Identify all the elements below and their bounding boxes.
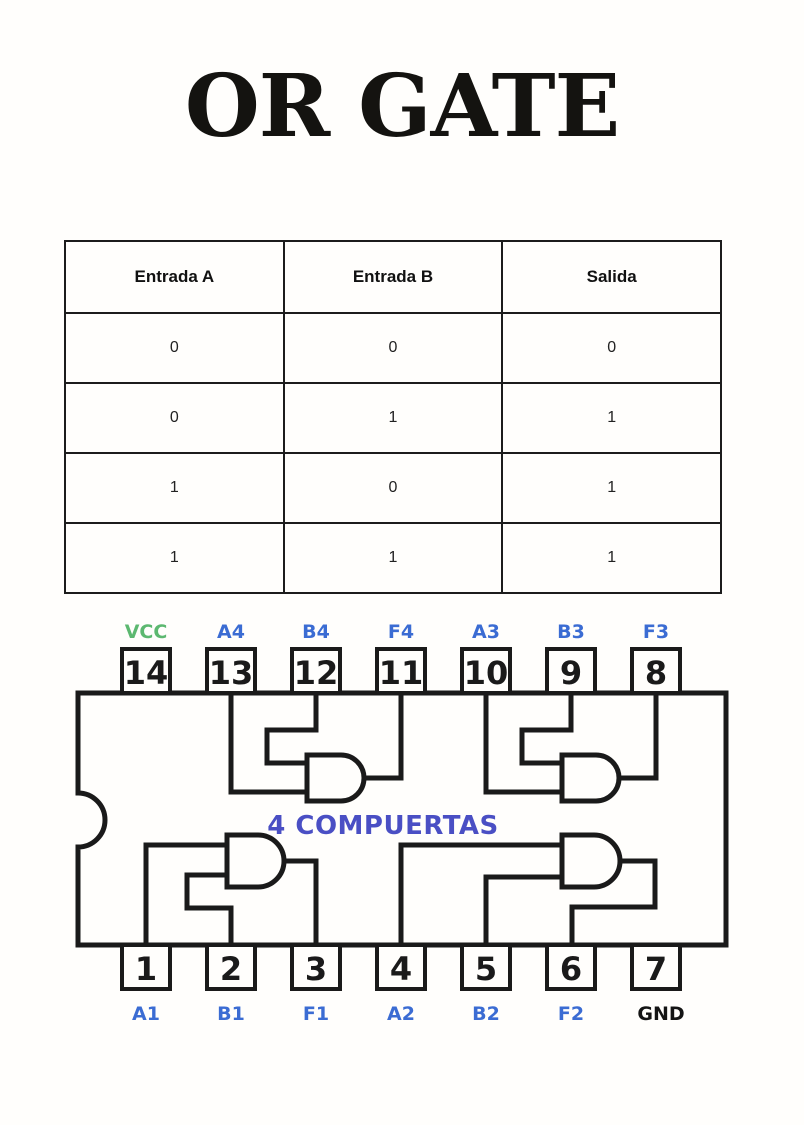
truth-table-cell: 0 (64, 382, 285, 454)
bottom-pins: 1 A1 2 B1 3 F1 4 A2 5 B2 (120, 943, 685, 1025)
gate3-symbol (559, 752, 622, 804)
pin-3: 3 F1 (290, 943, 342, 1025)
truth-table-cell: 1 (282, 522, 504, 594)
pin-box (120, 943, 172, 991)
ic-pinout-diagram: 4 COMPUERTAS 14 VCC 13 A4 12 B4 11 F4 (75, 621, 729, 1025)
truth-table-cell: 1 (282, 382, 504, 454)
pin-box (460, 647, 512, 695)
pin-9: 9 B3 (545, 621, 597, 695)
pin-number: 13 (209, 654, 254, 692)
pin-signal-label: F1 (303, 1003, 329, 1025)
gate2-wires (398, 842, 658, 943)
pin-5: 5 B2 (460, 943, 512, 1025)
pin-1: 1 A1 (120, 943, 172, 1025)
gate3-wires (483, 695, 659, 795)
pin-signal-label: B4 (302, 621, 330, 643)
pin-signal-label: B3 (557, 621, 585, 643)
pin-box (375, 943, 427, 991)
truth-table-header-entrada-b: Entrada B (282, 240, 504, 314)
pin-number: 12 (294, 654, 339, 692)
pin-box (460, 943, 512, 991)
top-pins: 14 VCC 13 A4 12 B4 11 F4 10 A3 (120, 621, 682, 695)
table-row: 0 1 1 (64, 382, 722, 454)
pin-signal-label: B2 (472, 1003, 500, 1025)
pin-number: 9 (560, 654, 582, 692)
pin-box (545, 943, 597, 991)
pin-number: 4 (390, 950, 412, 988)
pin-number: 11 (379, 654, 424, 692)
gate1-symbol (224, 832, 287, 890)
gate1-wires (143, 842, 319, 943)
pin-signal-label: A4 (217, 621, 245, 643)
table-row: 1 0 1 (64, 452, 722, 524)
pin-box (205, 943, 257, 991)
pin-signal-label: A3 (472, 621, 500, 643)
table-row: 0 0 0 (64, 312, 722, 384)
pin-signal-label: F2 (558, 1003, 584, 1025)
pin-box (205, 647, 257, 695)
gate4-symbol (304, 752, 367, 804)
pin-box (630, 647, 682, 695)
pin-signal-label: A2 (387, 1003, 415, 1025)
truth-table: Entrada A Entrada B Salida 0 0 0 0 1 1 1… (64, 240, 722, 594)
pin-signal-label: F3 (643, 621, 669, 643)
pin-14: 14 VCC (120, 621, 172, 695)
pin-11: 11 F4 (375, 621, 427, 695)
pin-box (290, 647, 342, 695)
truth-table-header-row: Entrada A Entrada B Salida (64, 240, 722, 314)
pin-7: 7 GND (630, 943, 685, 1025)
truth-table-cell: 1 (64, 522, 285, 594)
pin-number: 1 (135, 950, 157, 988)
pin-2: 2 B1 (205, 943, 257, 1025)
gate4-wires (228, 695, 404, 795)
pin-signal-label: B1 (217, 1003, 245, 1025)
truth-table-cell: 1 (64, 452, 285, 524)
truth-table-cell: 0 (282, 452, 504, 524)
pin-signal-label: A1 (132, 1003, 160, 1025)
pin-number: 8 (645, 654, 667, 692)
truth-table-cell: 1 (501, 522, 722, 594)
pin-4: 4 A2 (375, 943, 427, 1025)
gate-count-label: 4 COMPUERTAS (267, 811, 499, 841)
truth-table-header-entrada-a: Entrada A (64, 240, 285, 314)
pin-number: 6 (560, 950, 582, 988)
truth-table-cell: 1 (501, 452, 722, 524)
pin-8: 8 F3 (630, 621, 682, 695)
pin-signal-label: F4 (388, 621, 414, 643)
pin-box (545, 647, 597, 695)
pin-signal-label: GND (637, 1003, 684, 1025)
pin-13: 13 A4 (205, 621, 257, 695)
pin-box (120, 647, 172, 695)
pin-signal-label: VCC (125, 621, 168, 643)
pin-box (375, 647, 427, 695)
pin-box (630, 943, 682, 991)
truth-table-cell: 0 (64, 312, 285, 384)
pin-12: 12 B4 (290, 621, 342, 695)
pin-number: 3 (305, 950, 327, 988)
gate2-symbol (559, 832, 623, 890)
pin-10: 10 A3 (460, 621, 512, 695)
pin-number: 7 (645, 950, 667, 988)
truth-table-cell: 0 (282, 312, 504, 384)
truth-table-cell: 0 (501, 312, 722, 384)
pin-number: 14 (124, 654, 169, 692)
pin-number: 10 (464, 654, 509, 692)
truth-table-header-salida: Salida (501, 240, 722, 314)
table-row: 1 1 1 (64, 522, 722, 594)
truth-table-cell: 1 (501, 382, 722, 454)
pin-number: 5 (475, 950, 497, 988)
pin-box (290, 943, 342, 991)
pin-6: 6 F2 (545, 943, 597, 1025)
page-title: OR GATE (184, 56, 620, 157)
pin-number: 2 (220, 950, 242, 988)
